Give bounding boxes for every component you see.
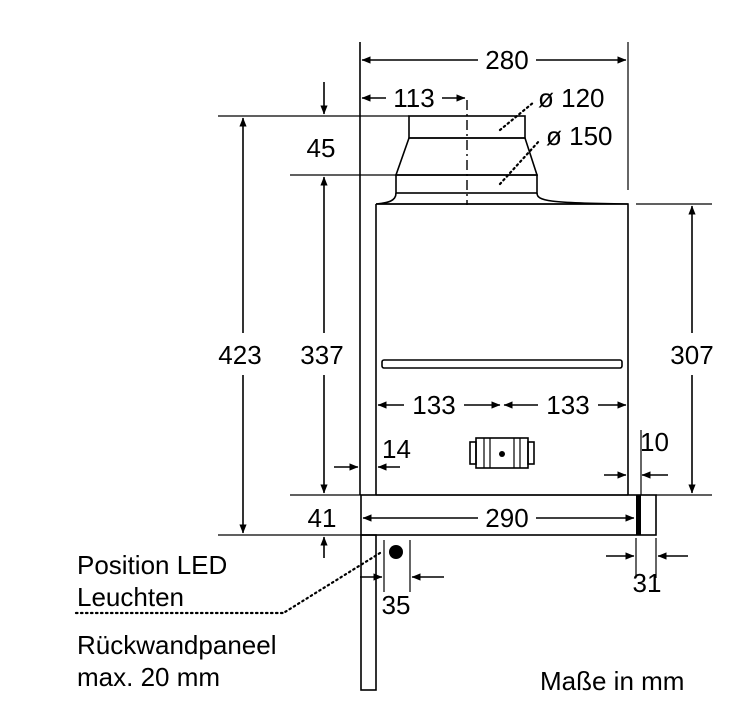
dim-total-height: 423 <box>218 340 261 370</box>
dim-duct-outer-diameter: ø 150 <box>546 121 613 151</box>
dim-front-height: 307 <box>670 340 713 370</box>
note-units: Maße in mm <box>540 666 684 696</box>
control-module <box>469 437 535 469</box>
dim-duct-offset: 113 <box>393 83 434 113</box>
dim-duct-inner-diameter: ø 120 <box>538 83 605 113</box>
dim-overall-width: 280 <box>485 45 528 75</box>
dim-body-height: 337 <box>300 340 343 370</box>
note-panel-line2: max. 20 mm <box>77 662 220 692</box>
note-led-line2: Leuchten <box>77 582 184 612</box>
dim-duct-height: 45 <box>307 133 336 163</box>
note-panel-line1: Rückwandpaneel <box>77 630 276 660</box>
dim-visor-offset: 31 <box>633 568 662 598</box>
dim-half-width-right: 133 <box>546 390 589 420</box>
note-led-line1: Position LED <box>77 550 227 580</box>
dimension-lines <box>74 42 712 615</box>
dim-half-width-left: 133 <box>412 390 455 420</box>
dim-led-offset: 35 <box>382 590 411 620</box>
led-position <box>383 540 411 592</box>
back-wall-panel <box>359 42 377 691</box>
visor-strip <box>360 494 657 536</box>
dim-left-gap: 14 <box>382 434 411 464</box>
dim-right-gap: 10 <box>640 427 669 457</box>
dim-visor-width: 290 <box>485 503 528 533</box>
duct-connector <box>375 100 629 205</box>
dim-panel-depth: 41 <box>308 503 337 533</box>
